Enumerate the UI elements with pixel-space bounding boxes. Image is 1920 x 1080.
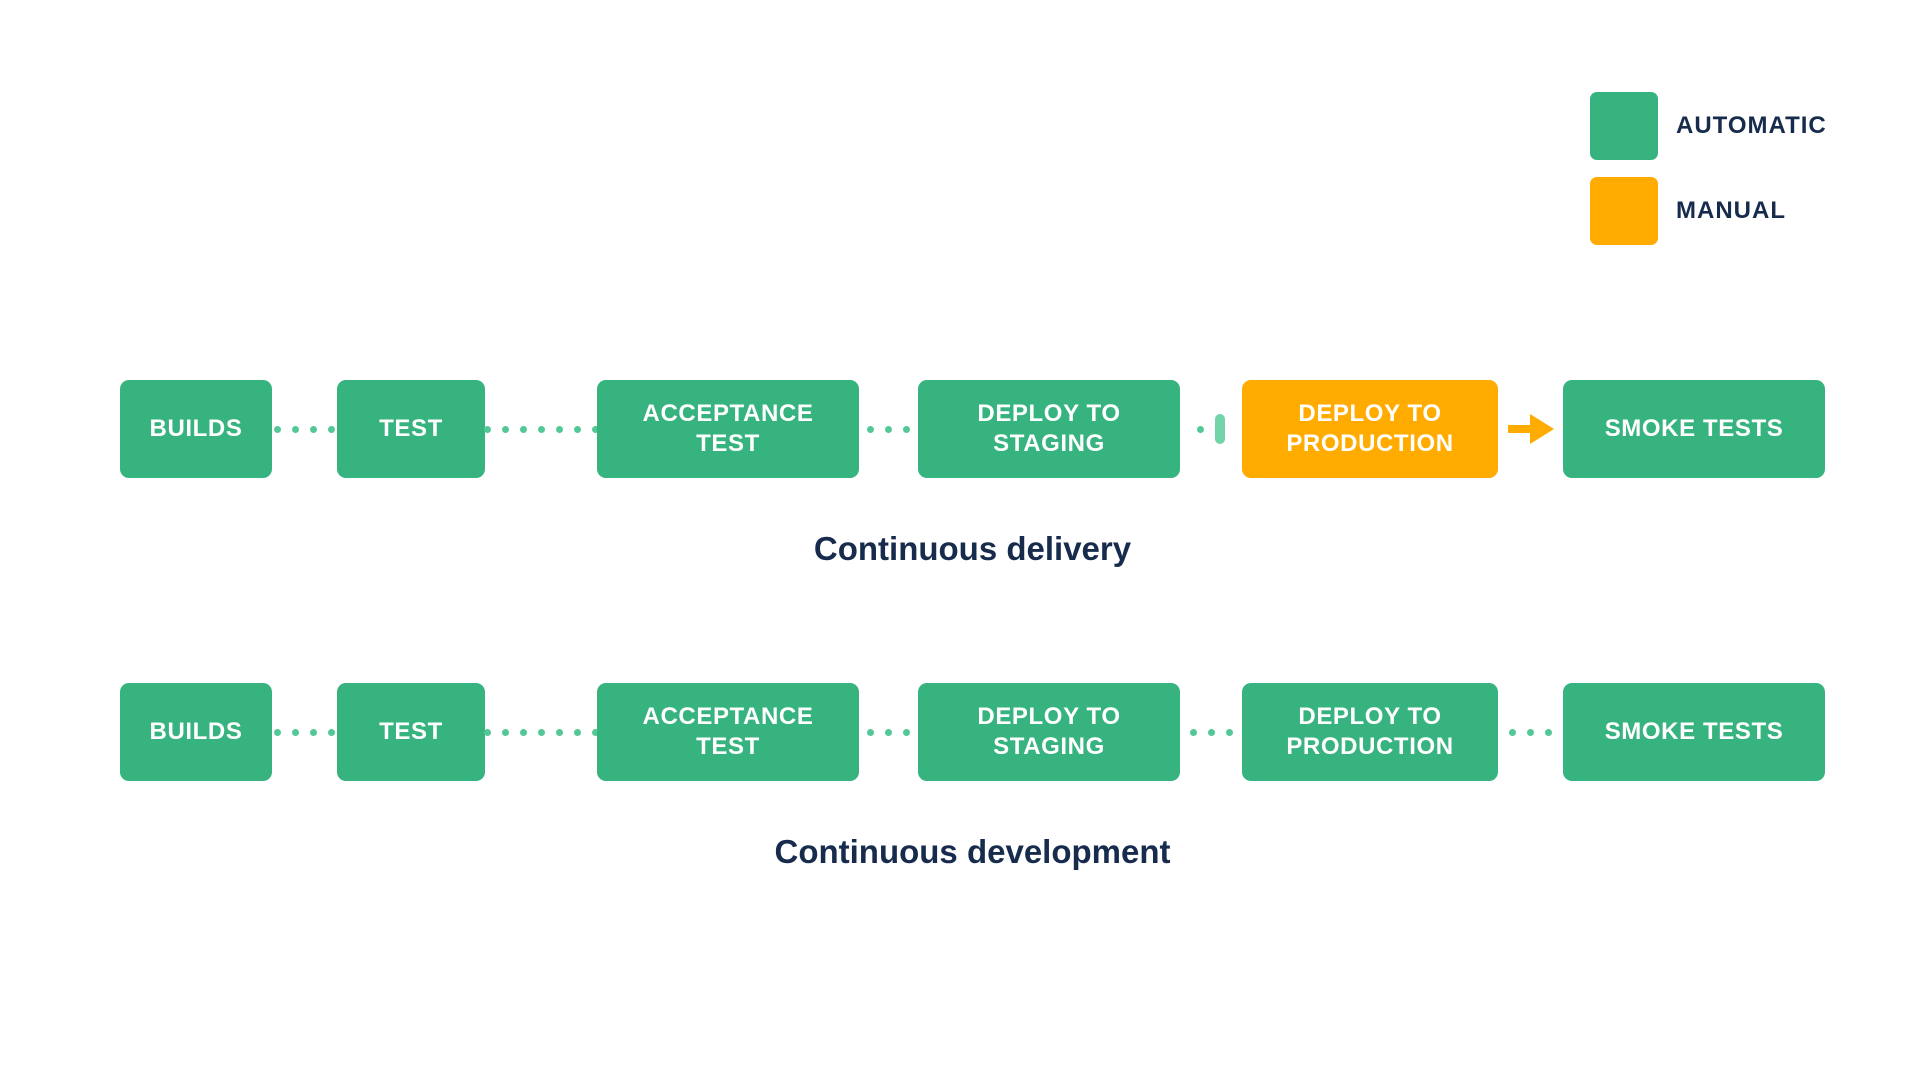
stage-deploy-to-staging: DEPLOY TO STAGING [918, 683, 1180, 781]
pipeline-caption-delivery: Continuous delivery [813, 530, 1132, 567]
dot-icon [1207, 728, 1215, 736]
legend-label-automatic: AUTOMATIC [1676, 112, 1827, 139]
legend-label-manual: MANUAL [1676, 197, 1786, 224]
dot-icon [573, 425, 581, 433]
legend-item-automatic: AUTOMATIC [1590, 92, 1827, 160]
stage-deploy-to-production: DEPLOY TO PRODUCTION [1242, 683, 1498, 781]
dot-icon [292, 425, 299, 433]
legend: AUTOMATIC MANUAL [1590, 92, 1827, 262]
dot-icon [885, 728, 892, 736]
pipeline-caption-development: Continuous development [774, 833, 1171, 870]
dot-icon [274, 425, 281, 433]
dot-icon [519, 425, 527, 433]
stage-acceptance-test: ACCEPTANCE TEST [597, 683, 859, 781]
pause-bar-icon [1215, 414, 1225, 444]
stage-smoke-tests: SMOKE TESTS [1563, 683, 1825, 781]
stage-deploy-to-production: DEPLOY TO PRODUCTION [1242, 380, 1498, 478]
dot-icon [555, 425, 563, 433]
connector-dots [1498, 683, 1563, 781]
dot-icon [1545, 728, 1552, 736]
dot-icon [537, 425, 545, 433]
dot-icon [328, 728, 335, 736]
dot-icon [1509, 728, 1516, 736]
dot-icon [885, 425, 892, 433]
automatic-swatch [1590, 92, 1658, 160]
stage-builds: BUILDS [120, 683, 272, 781]
dot-icon [1527, 728, 1534, 736]
stage-test: TEST [337, 380, 485, 478]
dot-icon [292, 728, 299, 736]
dot-icon [328, 425, 335, 433]
connector-dot-pause [1180, 380, 1242, 478]
stage-smoke-tests: SMOKE TESTS [1563, 380, 1825, 478]
dot-icon [1197, 425, 1204, 433]
dot-icon [903, 425, 910, 433]
legend-item-manual: MANUAL [1590, 177, 1827, 245]
stage-builds: BUILDS [120, 380, 272, 478]
manual-swatch [1590, 177, 1658, 245]
dot-icon [483, 425, 491, 433]
dot-icon [1225, 728, 1233, 736]
dot-icon [501, 728, 509, 736]
stage-test: TEST [337, 683, 485, 781]
dot-icon [1189, 728, 1197, 736]
dot-icon [483, 728, 491, 736]
dot-icon [519, 728, 527, 736]
dot-icon [310, 425, 317, 433]
dot-icon [537, 728, 545, 736]
connector-dots [859, 683, 918, 781]
dot-icon [903, 728, 910, 736]
dot-icon [867, 425, 874, 433]
connector-manual-arrow [1498, 380, 1563, 478]
dot-icon [555, 728, 563, 736]
connector-dots [859, 380, 918, 478]
dot-icon [310, 728, 317, 736]
stage-acceptance-test: ACCEPTANCE TEST [597, 380, 859, 478]
connector-dots [483, 380, 599, 478]
pipeline-continuous-delivery: BUILDS TEST ACCEPTANCE TEST DEPLOY TO ST… [120, 380, 1825, 478]
dot-icon [867, 728, 874, 736]
dot-icon [274, 728, 281, 736]
dot-icon [591, 728, 599, 736]
pipeline-continuous-development: BUILDS TEST ACCEPTANCE TEST DEPLOY TO ST… [120, 683, 1825, 781]
connector-dots [483, 683, 599, 781]
dot-icon [501, 425, 509, 433]
connector-dots [272, 683, 337, 781]
dot-icon [591, 425, 599, 433]
connector-dots [1180, 683, 1242, 781]
right-arrow-icon [1507, 414, 1554, 444]
connector-dots [272, 380, 337, 478]
dot-icon [573, 728, 581, 736]
stage-deploy-to-staging: DEPLOY TO STAGING [918, 380, 1180, 478]
